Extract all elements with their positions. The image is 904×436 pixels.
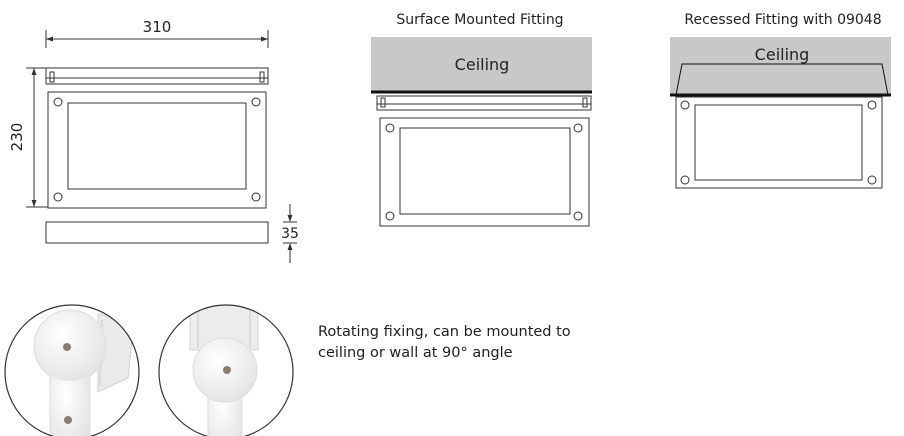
- mounting-rail: [45, 67, 269, 85]
- recessed-fitting: [675, 96, 883, 189]
- recessed-title: Recessed Fitting with 09048: [684, 12, 881, 28]
- ceiling-block: [371, 37, 592, 91]
- dimension-drawing: 310 230: [8, 18, 299, 263]
- recessed-diagram: Recessed Fitting with 09048 Ceiling: [670, 12, 891, 189]
- ceiling-label: Ceiling: [455, 55, 510, 74]
- fitting-front-view: [47, 91, 267, 209]
- height-dimension: [26, 67, 48, 208]
- rotating-fixing-photo-angled: [4, 304, 140, 436]
- height-dimension-label: 230: [8, 123, 26, 152]
- rotating-fixing-note: Rotating fixing, can be mounted to ceili…: [318, 324, 571, 361]
- rotating-fixing-photo-straight: [158, 304, 294, 436]
- ceiling-label: Ceiling: [755, 45, 810, 64]
- fitting-side-view: [45, 221, 269, 244]
- surface-mounted-diagram: Surface Mounted Fitting Ceiling: [371, 12, 592, 227]
- surface-fitting: [376, 95, 592, 227]
- ceiling-block: [670, 37, 891, 95]
- width-dimension-label: 310: [143, 18, 172, 36]
- surface-mounted-title: Surface Mounted Fitting: [396, 12, 563, 28]
- depth-dimension: [283, 204, 297, 263]
- depth-dimension-label: 35: [281, 226, 299, 242]
- width-dimension: [45, 30, 269, 48]
